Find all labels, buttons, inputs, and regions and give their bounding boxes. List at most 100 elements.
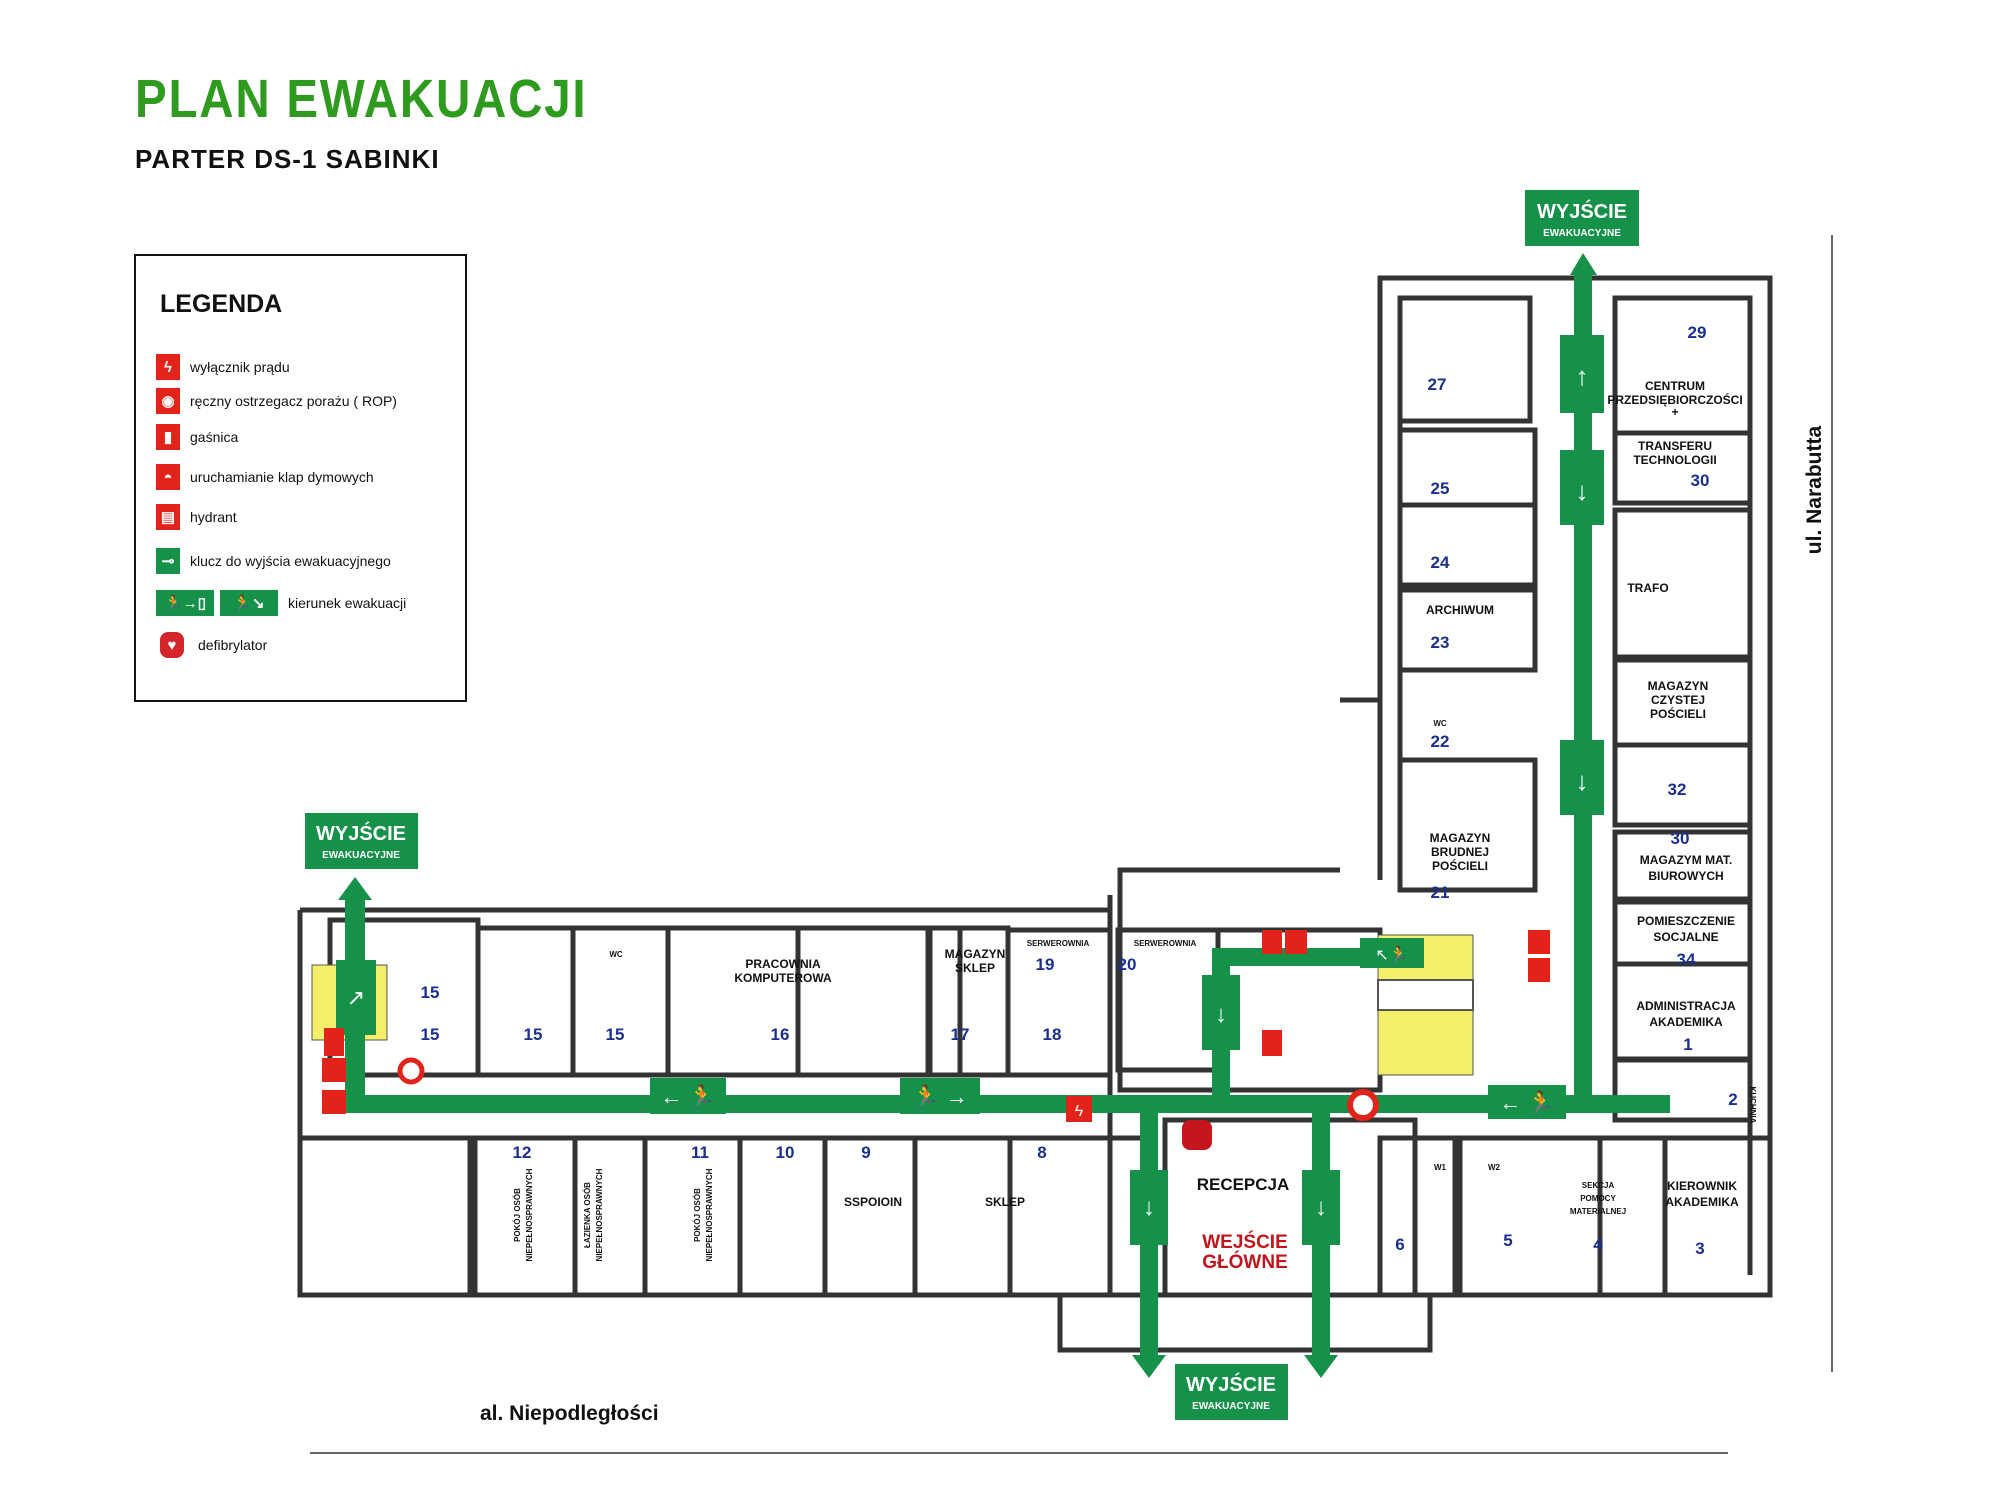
svg-text:1: 1	[1683, 1035, 1692, 1054]
svg-text:PRZEDSIĘBIORCZOŚCI: PRZEDSIĘBIORCZOŚCI	[1607, 392, 1742, 407]
svg-text:W1: W1	[1434, 1163, 1447, 1172]
svg-text:6: 6	[1395, 1235, 1404, 1254]
svg-text:WC: WC	[609, 950, 623, 959]
svg-text:19: 19	[1036, 955, 1055, 974]
svg-text:5: 5	[1503, 1231, 1512, 1250]
fire-extinguisher-icon: ▮	[156, 424, 180, 450]
svg-text:POMIESZCZENIE: POMIESZCZENIE	[1637, 914, 1735, 928]
svg-text:↓: ↓	[1576, 766, 1589, 796]
svg-text:KUCHNIA: KUCHNIA	[1748, 1087, 1757, 1124]
svg-text:30: 30	[1691, 471, 1710, 490]
power-switch-icon: ϟ	[156, 354, 180, 380]
svg-text:15: 15	[524, 1025, 543, 1044]
svg-text:WYJŚCIE: WYJŚCIE	[316, 821, 406, 845]
svg-text:9: 9	[861, 1143, 870, 1162]
svg-text:AKADEMIKA: AKADEMIKA	[1649, 1015, 1723, 1029]
svg-text:WEJŚCIE: WEJŚCIE	[1202, 1231, 1288, 1253]
svg-text:CZYSTEJ: CZYSTEJ	[1651, 693, 1705, 707]
svg-text:POŚCIELI: POŚCIELI	[1432, 858, 1488, 873]
svg-text:ϟ: ϟ	[1075, 1103, 1084, 1120]
svg-text:15: 15	[606, 1025, 625, 1044]
exit-sign-left: WYJŚCIE EWAKUACYJNE	[305, 813, 418, 869]
evacuation-stairs-icon: 🏃↘	[220, 590, 278, 616]
svg-text:MATERIALNEJ: MATERIALNEJ	[1570, 1207, 1626, 1216]
svg-text:25: 25	[1431, 479, 1450, 498]
svg-text:WYJŚCIE: WYJŚCIE	[1537, 199, 1627, 223]
svg-text:18: 18	[1043, 1025, 1062, 1044]
svg-text:KIEROWNIK: KIEROWNIK	[1667, 1179, 1737, 1193]
exit-sign-bottom: WYJŚCIE EWAKUACYJNE	[1175, 1364, 1288, 1420]
svg-text:SOCJALNE: SOCJALNE	[1653, 930, 1718, 944]
svg-text:3: 3	[1695, 1239, 1704, 1258]
svg-text:16: 16	[771, 1025, 790, 1044]
svg-text:← 🏃: ← 🏃	[1499, 1090, 1555, 1115]
svg-text:GŁÓWNE: GŁÓWNE	[1202, 1251, 1288, 1273]
svg-text:↓: ↓	[1215, 1001, 1227, 1028]
svg-text:BRUDNEJ: BRUDNEJ	[1431, 845, 1489, 859]
svg-text:WYJŚCIE: WYJŚCIE	[1186, 1372, 1276, 1396]
svg-text:30: 30	[1671, 829, 1690, 848]
svg-text:20: 20	[1118, 955, 1137, 974]
exit-sign-top: WYJŚCIE EWAKUACYJNE	[1525, 190, 1639, 246]
svg-text:↓: ↓	[1315, 1194, 1327, 1221]
legend-title: LEGENDA	[160, 290, 283, 318]
svg-text:10: 10	[776, 1143, 795, 1162]
svg-text:MAGAZYN: MAGAZYN	[945, 947, 1006, 961]
svg-text:11: 11	[691, 1143, 709, 1162]
svg-text:21: 21	[1431, 883, 1450, 902]
svg-text:24: 24	[1431, 553, 1450, 572]
svg-text:W2: W2	[1488, 1163, 1501, 1172]
svg-text:TECHNOLOGII: TECHNOLOGII	[1633, 453, 1716, 467]
svg-text:↖🏃: ↖🏃	[1375, 945, 1408, 964]
svg-text:TRANSFERU: TRANSFERU	[1638, 439, 1712, 453]
svg-text:15: 15	[421, 983, 440, 1002]
svg-text:NIEPEŁNOSPRAWNYCH: NIEPEŁNOSPRAWNYCH	[525, 1168, 534, 1261]
svg-text:4: 4	[1593, 1235, 1603, 1254]
street-label-right: ul. Narabutta	[1803, 425, 1826, 555]
legend-item-power: ϟ wyłącznik prądu	[156, 352, 290, 382]
svg-text:17: 17	[951, 1025, 970, 1044]
svg-text:POKÓJ OSÓB: POKÓJ OSÓB	[513, 1188, 522, 1242]
svg-text:15: 15	[421, 1025, 440, 1044]
svg-text:TRAFO: TRAFO	[1627, 581, 1668, 595]
svg-text:27: 27	[1428, 375, 1447, 394]
svg-text:AKADEMIKA: AKADEMIKA	[1665, 1195, 1739, 1209]
svg-text:← 🏃: ← 🏃	[660, 1084, 716, 1109]
svg-text:34: 34	[1677, 950, 1696, 969]
svg-text:WC: WC	[1433, 719, 1447, 728]
evacuation-direction-icon: 🏃→▯	[156, 590, 214, 616]
hydrant-icon: ▤	[156, 504, 180, 530]
svg-text:↓: ↓	[1143, 1194, 1155, 1221]
svg-text:MAGAZYM MAT.: MAGAZYM MAT.	[1640, 853, 1732, 867]
page-title: PLAN EWAKUACJI	[135, 69, 588, 129]
svg-text:POŚCIELI: POŚCIELI	[1650, 706, 1706, 721]
svg-text:SEKCJA: SEKCJA	[1582, 1181, 1615, 1190]
page-subtitle: PARTER DS-1 SABINKI	[135, 144, 440, 174]
defibrillator-icon: ♥	[160, 632, 184, 658]
safety-equipment: ϟ	[322, 930, 1550, 1150]
legend-item-rop: ◉ ręczny ostrzegacz porażu ( ROP)	[156, 386, 397, 416]
legend-item-key: ⊸ klucz do wyjścia ewakuacyjnego	[156, 546, 391, 576]
svg-text:8: 8	[1037, 1143, 1046, 1162]
walls	[297, 275, 1773, 1353]
svg-text:KOMPUTEROWA: KOMPUTEROWA	[734, 971, 832, 985]
svg-text:SKLEP: SKLEP	[985, 1195, 1025, 1209]
legend-item-direction: 🏃→▯ 🏃↘ kierunek ewakuacji	[156, 588, 406, 618]
legend-item-extinguisher: ▮ gaśnica	[156, 422, 238, 452]
svg-text:+: +	[1671, 405, 1678, 419]
svg-text:NIEPEŁNOSPRAWNYCH: NIEPEŁNOSPRAWNYCH	[595, 1168, 604, 1261]
svg-text:RECEPCJA: RECEPCJA	[1197, 1175, 1290, 1194]
street-label-bottom: al. Niepodległości	[480, 1402, 659, 1425]
legend-box: LEGENDA ϟ wyłącznik prądu ◉ ręczny ostrz…	[134, 254, 467, 702]
svg-text:EWAKUACYJNE: EWAKUACYJNE	[1192, 1401, 1270, 1412]
fire-alarm-button-icon: ◉	[156, 388, 180, 414]
svg-text:29: 29	[1688, 323, 1707, 342]
svg-text:MAGAZYN: MAGAZYN	[1430, 831, 1491, 845]
direction-signs: ↑ ↓ ↓ ↗ ← 🏃 🏃 → ← 🏃 ↖🏃 ↓ ↓ ↓	[336, 335, 1604, 1245]
room-labels: 29 CENTRUM PRZEDSIĘBIORCZOŚCI + 27 TRANS…	[421, 323, 1757, 1273]
svg-text:POMOCY: POMOCY	[1580, 1194, 1616, 1203]
svg-text:EWAKUACYJNE: EWAKUACYJNE	[322, 850, 400, 861]
svg-text:ADMINISTRACJA: ADMINISTRACJA	[1636, 999, 1736, 1013]
svg-text:SERWEROWNIA: SERWEROWNIA	[1027, 939, 1090, 948]
